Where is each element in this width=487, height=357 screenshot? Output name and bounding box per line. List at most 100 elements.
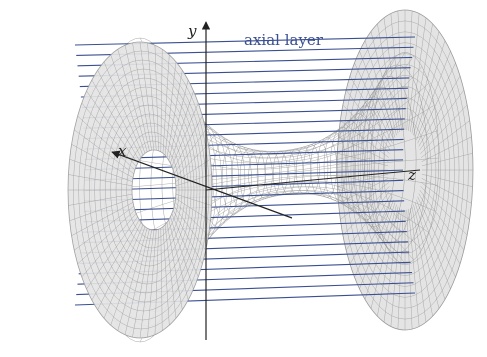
left-flange-spoke <box>69 159 133 182</box>
tube-ring <box>221 142 246 215</box>
left-flange-spoke <box>172 209 203 265</box>
left-flange-spoke <box>91 79 140 161</box>
left-flange-spoke <box>74 129 135 174</box>
right-flange-spoke <box>421 120 470 158</box>
left-flange-spoke <box>110 54 146 154</box>
right-flange-spoke <box>416 199 451 289</box>
right-flange-spoke <box>349 75 392 147</box>
left-flange-spoke <box>117 227 148 331</box>
left-flange-spoke <box>68 193 133 206</box>
left-flange-spoke <box>164 61 177 156</box>
left-flange-spoke <box>103 224 144 319</box>
right-flange-spoke <box>421 173 473 187</box>
right-flange-spoke <box>397 10 404 131</box>
axis-x-label: x <box>118 142 127 160</box>
right-flange-spoke <box>383 17 400 132</box>
right-flange-spoke <box>410 208 427 323</box>
right-flange-spoke <box>421 136 472 162</box>
left-flange-spoke <box>91 219 140 301</box>
left-flange-spoke <box>160 49 163 152</box>
right-flange-spoke <box>414 40 446 138</box>
right-flange-spoke <box>414 202 446 300</box>
right-flange-spoke <box>370 31 397 136</box>
left-flange-spoke <box>117 49 148 153</box>
left-flange-spoke <box>147 42 157 151</box>
axial-line <box>84 159 404 171</box>
left-flange-spoke <box>132 229 152 338</box>
right-flange-spoke <box>418 193 461 265</box>
left-flange-spoke <box>168 79 189 161</box>
left-flange-spoke <box>132 42 152 151</box>
axial-layer-label: axial layer <box>244 31 324 49</box>
right-flange-spoke <box>349 193 392 265</box>
axis-z-label: z <box>407 166 416 184</box>
left-flange-spoke <box>71 144 134 178</box>
left-flange-spoke <box>139 229 155 339</box>
axes <box>111 21 421 340</box>
left-flange-spoke <box>71 202 134 236</box>
axis-y-label: y <box>187 22 197 40</box>
axial-line <box>84 179 404 192</box>
left-flange-spoke <box>124 229 150 335</box>
left-flange-spoke <box>172 115 203 171</box>
right-flange-spoke <box>420 186 468 236</box>
tube-ring <box>212 138 239 221</box>
left-flange-spoke <box>74 206 135 251</box>
right-flange-spoke <box>408 209 420 327</box>
right-flange-spoke <box>364 202 396 300</box>
right-flange-spoke <box>411 206 433 317</box>
x-axis <box>111 150 293 219</box>
right-flange-spoke <box>411 23 433 134</box>
axial-line <box>84 190 404 202</box>
right-flange-spoke <box>410 17 427 132</box>
right-flange-spoke <box>413 204 440 309</box>
left-flange-spoke <box>110 226 146 326</box>
right-flange-spoke <box>406 10 413 131</box>
left-flange-spoke <box>170 90 194 164</box>
right-flange-spoke <box>359 51 394 141</box>
left-flange-spoke <box>103 61 144 156</box>
right-flange-spoke <box>397 209 404 330</box>
left-flange-spoke <box>166 222 183 310</box>
left-flange-spoke <box>174 144 209 178</box>
left-flange-spoke <box>164 224 177 319</box>
left-flange-spoke <box>147 229 157 338</box>
left-flange-spoke <box>173 129 206 174</box>
right-flange-spoke <box>421 153 473 167</box>
left-flange-spoke <box>171 213 199 278</box>
tube-generator <box>92 130 373 170</box>
right-flange-spoke <box>420 104 468 154</box>
right-flange-spoke <box>417 62 456 144</box>
left-flange-spoke <box>77 209 136 265</box>
z-axis <box>205 169 421 191</box>
right-flange-spoke <box>421 178 472 204</box>
left-flange-spoke <box>171 102 199 167</box>
axial-line <box>84 169 404 181</box>
left-flange-spoke <box>69 198 133 221</box>
left-flange-spoke <box>124 45 150 151</box>
left-flange-spoke <box>86 90 138 164</box>
right-flange-spoke <box>345 189 391 251</box>
left-flange-spoke <box>175 198 211 221</box>
left-flange-spoke <box>154 229 159 335</box>
front-mesh <box>67 41 213 339</box>
right-flange-spoke <box>416 51 451 141</box>
left-flange-spoke <box>160 228 163 331</box>
left-flange-spoke <box>154 45 159 151</box>
right-flange-spoke <box>408 13 420 131</box>
left-flange-spoke <box>81 102 137 167</box>
left-flange-spoke <box>77 115 136 171</box>
left-flange-spoke <box>162 226 170 326</box>
right-flange-spoke <box>417 196 456 278</box>
right-flange-spoke <box>419 189 465 251</box>
right-flange-spoke <box>337 173 389 187</box>
right-flange-spoke <box>377 206 399 317</box>
left-flange-spoke <box>97 70 142 158</box>
left-flange-spoke <box>68 174 133 187</box>
right-flange-spoke <box>342 186 390 236</box>
left-flange-spoke <box>81 213 137 278</box>
right-flange-spoke <box>406 209 413 330</box>
left-flange-spoke <box>139 41 155 151</box>
